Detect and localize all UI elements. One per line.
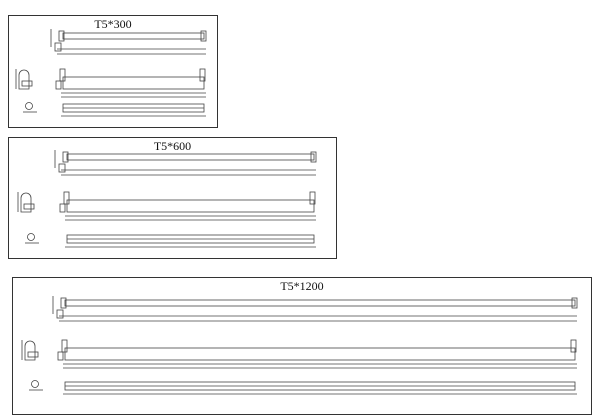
- fixture-drawing: [21, 296, 578, 395]
- bracket: [55, 80, 62, 90]
- panel-t5-300: T5*300: [8, 15, 218, 128]
- end-cap: [60, 297, 67, 309]
- fixture-body: [62, 76, 205, 90]
- fixture-body: [64, 347, 576, 361]
- end-cap: [59, 68, 66, 82]
- end-cap: [309, 191, 316, 205]
- cross-section-icon: [25, 102, 33, 110]
- end-cap: [61, 339, 68, 353]
- cross-section-icon: [31, 380, 39, 388]
- panel-title: T5*300: [94, 17, 132, 31]
- bracket: [56, 309, 64, 319]
- panel-t5-600: T5*600: [8, 137, 337, 259]
- fixture-tube-top: [62, 32, 205, 40]
- fixture-tube-top: [64, 299, 576, 307]
- bracket: [54, 42, 62, 52]
- end-cap: [200, 30, 207, 42]
- end-cap: [58, 30, 65, 42]
- panel-title: T5*1200: [280, 279, 324, 293]
- end-cap: [199, 68, 206, 82]
- end-profile: [24, 340, 36, 361]
- connector: [27, 351, 39, 358]
- end-cap: [571, 297, 578, 309]
- end-cap: [570, 339, 577, 353]
- bracket: [57, 351, 64, 361]
- fixture-body: [66, 199, 315, 213]
- end-profile: [18, 69, 30, 90]
- fixture-drawing: [15, 29, 207, 117]
- bracket: [59, 203, 66, 213]
- cross-section-icon: [27, 233, 35, 241]
- end-profile: [20, 192, 32, 213]
- fixture-tube-top: [66, 153, 315, 161]
- panel-title: T5*600: [153, 139, 192, 153]
- connector: [21, 80, 33, 87]
- panel-t5-1200: T5*1200: [12, 277, 592, 415]
- end-cap: [310, 151, 317, 163]
- end-cap: [63, 191, 70, 205]
- end-cap: [62, 151, 69, 163]
- fixture-drawing: [17, 150, 317, 248]
- bracket: [58, 163, 66, 173]
- connector: [23, 203, 35, 210]
